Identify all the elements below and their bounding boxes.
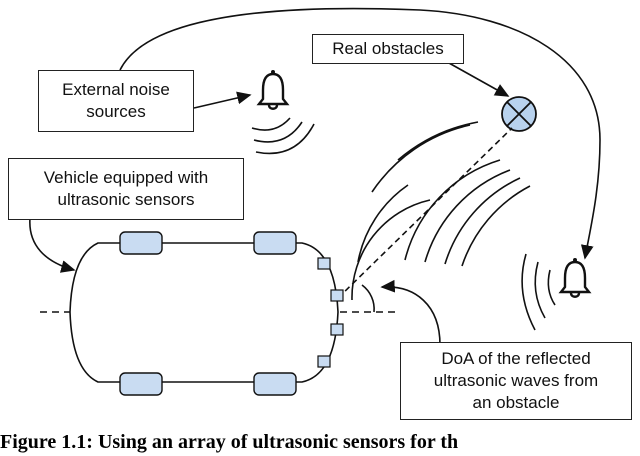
wheel — [119, 231, 163, 255]
external-noise-line-1: External noise — [62, 80, 170, 99]
ultrasonic-sensor — [317, 257, 331, 270]
external-noise-line-2: sources — [86, 102, 146, 121]
ultrasonic-sensor — [330, 323, 344, 336]
vehicle-body — [69, 242, 339, 383]
bell-icon — [558, 258, 592, 298]
vehicle-arrow — [29, 217, 76, 273]
doa-line-1: DoA of the reflected — [441, 349, 591, 368]
ultrasonic-sensor — [317, 355, 331, 368]
ultrasonic-sensor — [330, 289, 344, 302]
noise-connector-arc — [119, 7, 601, 260]
doa-line-2: ultrasonic waves from — [433, 371, 599, 390]
vehicle-line-1: Vehicle equipped with — [43, 168, 209, 187]
wheel — [119, 372, 163, 396]
bell-icon — [256, 70, 290, 110]
obstacle-arrow — [439, 57, 510, 97]
reflected-waves — [351, 121, 531, 301]
doa-line-3: an obstacle — [472, 393, 560, 412]
obstacle-cross-icon — [501, 96, 537, 132]
doa-label: DoA of the reflected ultrasonic waves fr… — [400, 342, 632, 420]
wheel — [253, 231, 297, 255]
vehicle-label: Vehicle equipped with ultrasonic sensors — [8, 158, 244, 220]
external-noise-label: External noise sources — [38, 70, 194, 132]
reflection-line — [337, 127, 513, 299]
noise-arrow — [193, 91, 252, 109]
doa-angle-arc — [361, 284, 375, 313]
doa-arrow — [380, 279, 441, 346]
real-obstacles-label: Real obstacles — [312, 34, 464, 64]
real-obstacles-text: Real obstacles — [332, 39, 444, 58]
noise-waves-right — [521, 253, 556, 331]
noise-waves-left — [251, 117, 315, 155]
wheel — [253, 372, 297, 396]
vehicle-line-2: ultrasonic sensors — [57, 190, 195, 209]
figure-caption: Figure 1.1: Using an array of ultrasonic… — [0, 431, 459, 453]
